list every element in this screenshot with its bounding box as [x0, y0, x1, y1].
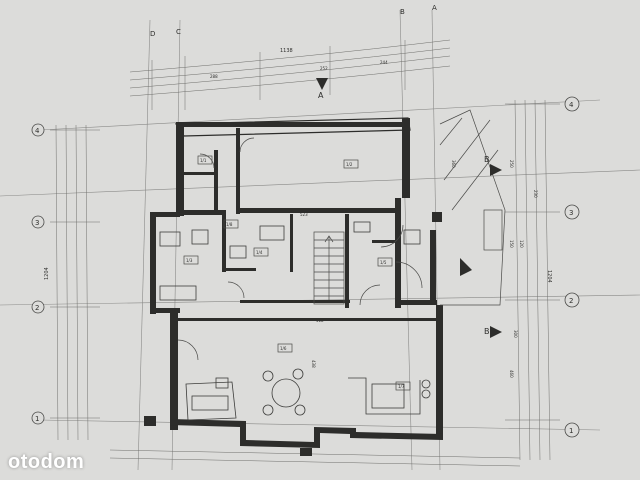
door-swings [177, 137, 423, 361]
room-code-1-2: 1/2 [346, 162, 353, 167]
section-b-label-upper: B [484, 155, 490, 164]
axis-number-3-left: 3 [35, 219, 39, 227]
axis-number-1-right: 1 [569, 427, 573, 435]
axis-letters: D C B A [150, 4, 437, 38]
column-markers [144, 212, 442, 456]
dim-label-12: 360 [451, 160, 456, 168]
axis-letter-a: A [432, 4, 437, 12]
axis-letter-c: C [176, 28, 181, 36]
left-dimension-lines [50, 124, 100, 441]
dim-label-10: 252 [320, 66, 328, 71]
furniture [159, 221, 431, 421]
room-labels: 1/1 1/2 1/3 1/4 1/5 1/6 1/7 1/8 [183, 155, 411, 391]
axis-letter-b: B [400, 8, 405, 16]
room-code-1-6: 1/6 [280, 346, 287, 351]
room-code-1-3: 1/3 [186, 258, 193, 263]
axis-number-2-right: 2 [569, 297, 573, 305]
dim-label-6: 300 [513, 330, 518, 338]
dim-label-1: 288 [210, 74, 218, 79]
section-b-label-lower: B [484, 327, 490, 336]
axis-number-4-right: 4 [569, 101, 574, 109]
dim-label-2: 250 [509, 160, 514, 168]
room-code-1-7: 1/7 [398, 384, 405, 389]
dimension-labels: 1204 1204 1138 523 288 250 120 412 438 3… [44, 48, 552, 378]
section-a-label: A [318, 91, 324, 100]
room-code-1-5: 1/5 [380, 260, 387, 265]
bottom-dimension-lines [109, 449, 521, 467]
axis-number-2-left: 2 [35, 304, 39, 312]
dim-label-5: 438 [311, 360, 316, 368]
dim-label-8: 150 [509, 240, 514, 248]
staircase [313, 231, 345, 305]
room-code-1-1: 1/1 [200, 158, 207, 163]
axis-numbers-right: 4 3 2 1 [564, 96, 580, 438]
dim-label-7: 230 [533, 190, 538, 198]
dim-top-total: 1138 [280, 48, 293, 54]
otodom-watermark: otodom [8, 451, 85, 473]
room-code-1-8: 1/8 [226, 222, 233, 227]
dim-label-3: 120 [519, 240, 524, 248]
terrace-outline [439, 109, 506, 306]
section-markers: A B B [316, 78, 502, 338]
dim-label-0: 523 [300, 212, 308, 217]
axis-number-4-left: 4 [35, 127, 40, 135]
dim-left-total: 1204 [44, 267, 50, 280]
outer-walls [150, 117, 443, 448]
room-code-1-4: 1/4 [256, 250, 263, 255]
right-dimension-lines [505, 99, 560, 461]
axis-letter-d: D [150, 30, 155, 38]
dim-label-9: 460 [509, 370, 514, 378]
axis-numbers-left: 4 3 2 1 [31, 123, 45, 425]
axis-number-1-left: 1 [35, 415, 39, 423]
interior-walls [156, 128, 436, 321]
dim-right-total: 1204 [546, 270, 552, 283]
dim-label-4: 412 [316, 318, 324, 323]
axis-number-3-right: 3 [569, 209, 573, 217]
dim-label-11: 244 [380, 60, 388, 65]
top-dimension-lines [129, 39, 451, 110]
